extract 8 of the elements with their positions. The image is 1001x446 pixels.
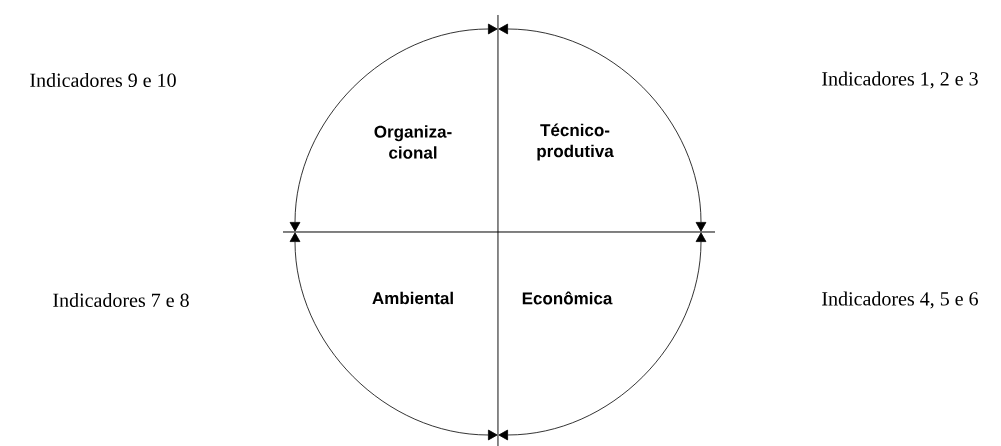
quadrant-label: Técnico-produtiva [537, 123, 614, 161]
indicator-label: Indicadores 7 e 8 [53, 292, 189, 307]
indicator-label: Indicadores 4, 5 e 6 [822, 291, 978, 309]
quadrant-label: Ambiental [372, 291, 453, 305]
quadrant-label: Econômica [522, 291, 613, 305]
quadrant-label: Organiza- cional [374, 125, 452, 159]
indicator-label: Indicadores 9 e 10 [30, 72, 176, 87]
indicator-label: Indicadores 1, 2 e 3 [822, 71, 978, 89]
